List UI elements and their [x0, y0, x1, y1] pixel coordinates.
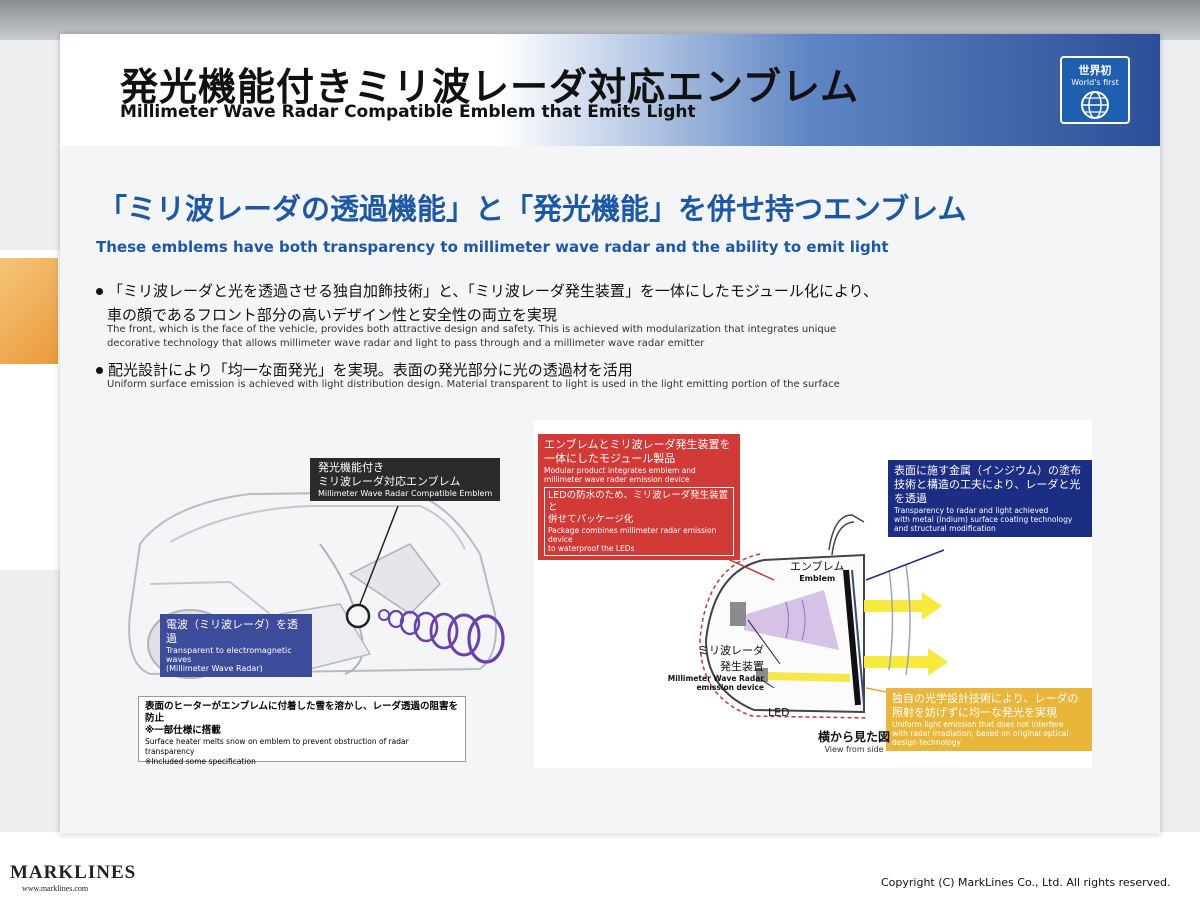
badge-label-jp: 世界初 — [1078, 64, 1112, 77]
page-title-en: Millimeter Wave Radar Compatible Emblem … — [120, 102, 696, 122]
indium-callout-en-1: Transparency to radar and light achieved — [894, 506, 1049, 515]
module-inner-en-2: to waterproof the LEDs — [548, 544, 635, 553]
indium-callout-jp-3: を透過 — [894, 492, 927, 505]
side-view-illustration — [699, 514, 955, 719]
wave-callout-en-2: (Millimeter Wave Radar) — [166, 664, 263, 673]
module-callout-jp-1: エンブレムとミリ波レーダ発生装置を — [544, 438, 731, 451]
optical-callout-jp-2: 照射を妨げずに均一な発光を実現 — [892, 706, 1057, 719]
page-title: 発光機能付きミリ波レーダ対応エンブレム — [120, 65, 860, 109]
led-label: LED — [768, 706, 790, 719]
indium-callout: 表面に施す金属（インジウム）の塗布 技術と構造の工夫により、レーダと光 を透過 … — [888, 460, 1092, 537]
marklines-logo: MARKLINES — [10, 862, 137, 883]
bullet-1-en-line-1: The front, which is the face of the vehi… — [107, 324, 837, 335]
globe-icon — [1081, 91, 1109, 119]
module-inner-jp-1: LEDの防水のため、ミリ波レーダ発生装置と — [548, 490, 729, 513]
wave-callout-en-1: Transparent to electromagnetic waves — [166, 646, 292, 664]
heater-note: 表面のヒーターがエンブレムに付着した雪を溶かし、レーダ透過の阻害を防止 ※一部仕… — [138, 696, 466, 766]
emblem-callout-jp-1: 発光機能付き — [318, 461, 384, 474]
bullet-icon — [96, 288, 103, 295]
light-arrow-upper — [864, 600, 924, 612]
light-arrow-lower — [864, 656, 930, 668]
wave-callout: 電波（ミリ波レーダ）を透過 Transparent to electromagn… — [160, 614, 312, 677]
view-label: 横から見た図 View from side — [818, 728, 890, 754]
radar-label-en-2: emission device — [696, 683, 764, 692]
emblem-label-jp: エンブレム — [790, 560, 845, 573]
bullet-1-line-1: 「ミリ波レーダと光を透過させる独自加飾技術」と、「ミリ波レーダ発生装置」を一体に… — [96, 280, 878, 301]
radar-label-jp-2: 発生装置 — [720, 660, 764, 673]
display-board: 発光機能付きミリ波レーダ対応エンブレム Millimeter Wave Rada… — [60, 34, 1160, 834]
neighbor-panel-graphic — [0, 258, 58, 364]
module-callout: エンブレムとミリ波レーダ発生装置を 一体にしたモジュール製品 Modular p… — [538, 434, 740, 560]
radar-label-jp-1: ミリ波レーダ — [698, 644, 764, 657]
emblem-callout-jp-2: ミリ波レーダ対応エンブレム — [318, 475, 461, 488]
optical-callout-en-2: with radar irradiation, based on origina… — [892, 729, 1069, 738]
view-label-jp: 横から見た図 — [818, 730, 891, 744]
copyright-notice: Copyright (C) MarkLines Co., Ltd. All ri… — [881, 876, 1171, 889]
footer-area — [0, 832, 1200, 900]
background-top — [0, 0, 1200, 40]
radar-label-en-1: Millimeter Wave Radar — [667, 674, 764, 683]
module-inner-jp-2: 併せてパッケージ化 — [548, 514, 634, 525]
radar-device-block — [730, 602, 746, 626]
headline-en: These emblems have both transparency to … — [96, 238, 889, 256]
optical-design-callout: 独自の光学設計技術により、レーダの 照射を妨げずに均一な発光を実現 Unifor… — [886, 688, 1092, 751]
heater-note-jp-2: ※一部仕様に搭載 — [145, 725, 221, 736]
bullet-1-text: 「ミリ波レーダと光を透過させる独自加飾技術」と、「ミリ波レーダ発生装置」を一体に… — [108, 282, 878, 300]
module-callout-en-2: millimeter wave rader emission device — [544, 475, 690, 484]
heater-note-en-2: ※Included some specification — [145, 757, 256, 766]
bullet-1-en-line-2: decorative technology that allows millim… — [107, 338, 705, 349]
emblem-marker — [345, 603, 371, 629]
module-inner-en-1: Package combines millimeter radar emissi… — [548, 526, 717, 544]
radar-device-label: ミリ波レーダ 発生装置 Millimeter Wave Radar emissi… — [660, 642, 764, 692]
led-block — [756, 668, 768, 682]
optical-callout-en-3: design technology — [892, 738, 961, 747]
optical-callout-en-1: Uniform light emission that does not int… — [892, 720, 1064, 729]
emblem-callout-en: Millimeter Wave Radar Compatible Emblem — [318, 489, 493, 498]
emblem-callout: 発光機能付き ミリ波レーダ対応エンブレム Millimeter Wave Rad… — [310, 458, 501, 501]
wave-callout-jp: 電波（ミリ波レーダ）を透過 — [166, 618, 298, 645]
optical-callout-jp-1: 独自の光学設計技術により、レーダの — [892, 692, 1079, 705]
bullet-2-text: 配光設計により「均一な面発光」を実現。表面の発光部分に光の透過材を活用 — [108, 361, 633, 379]
worlds-first-badge: 世界初 World's first — [1060, 56, 1130, 124]
emblem-label-en: Emblem — [799, 574, 836, 583]
headline: 「ミリ波レーダの透過機能」と「発光機能」を併せ持つエンブレム — [98, 192, 967, 226]
emblem-label: エンブレム Emblem — [790, 558, 844, 583]
indium-callout-jp-2: 技術と構造の工夫により、レーダと光 — [894, 478, 1081, 491]
bullet-2-en-line-1: Uniform surface emission is achieved wit… — [107, 379, 840, 390]
side-view-diagram: エンブレムとミリ波レーダ発生装置を 一体にしたモジュール製品 Modular p… — [534, 420, 1092, 768]
bullet-1-line-2: 車の顔であるフロント部分の高いデザイン性と安全性の両立を実現 — [107, 306, 557, 324]
indium-callout-jp-1: 表面に施す金属（インジウム）の塗布 — [894, 464, 1081, 477]
bullet-2-line-1: 配光設計により「均一な面発光」を実現。表面の発光部分に光の透過材を活用 — [96, 359, 633, 380]
module-callout-jp-2: 一体にしたモジュール製品 — [544, 452, 676, 465]
module-callout-inner: LEDの防水のため、ミリ波レーダ発生装置と 併せてパッケージ化 Package … — [544, 487, 734, 556]
heater-note-jp-1: 表面のヒーターがエンブレムに付着した雪を溶かし、レーダ透過の阻害を防止 — [145, 701, 459, 724]
indium-callout-en-3: and structural modification — [894, 524, 996, 533]
marklines-url: www.marklines.com — [22, 884, 89, 893]
indium-callout-en-2: with metal (Indium) surface coating tech… — [894, 515, 1073, 524]
heater-note-en-1: Surface heater melts snow on emblem to p… — [145, 737, 409, 756]
view-label-en: View from side — [824, 745, 884, 754]
badge-label-en: World's first — [1071, 78, 1119, 87]
radar-waves-icon — [378, 609, 505, 664]
module-callout-en-1: Modular product integrates emblem and — [544, 466, 696, 475]
emblem-cross-section — [843, 569, 861, 706]
bullet-icon — [96, 367, 103, 374]
pointer-line — [359, 505, 399, 605]
title-banner: 発光機能付きミリ波レーダ対応エンブレム Millimeter Wave Rada… — [60, 34, 1160, 146]
